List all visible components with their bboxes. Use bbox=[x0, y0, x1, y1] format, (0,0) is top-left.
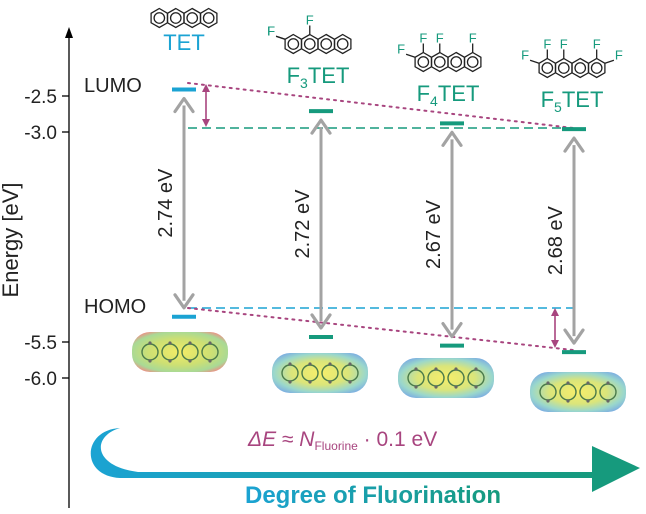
gap-label-3: 2.68 eV bbox=[545, 205, 567, 275]
y-axis-label: Energy [eV] bbox=[0, 183, 23, 298]
gap-arrow-1: 2.72 eV bbox=[292, 118, 332, 330]
gap-label-2: 2.67 eV bbox=[423, 199, 445, 269]
fluorine-atom: F bbox=[593, 37, 601, 52]
molecule-name-f5tet: F5TET bbox=[541, 87, 604, 115]
gap-label-1: 2.72 eV bbox=[292, 189, 314, 259]
fluorine-atom: F bbox=[267, 23, 275, 38]
gap-arrow-3: 2.68 eV bbox=[545, 136, 585, 345]
molecule-name-f4tet: F4TET bbox=[417, 81, 480, 109]
lumo-trend-line bbox=[187, 82, 574, 129]
esp-map-1 bbox=[272, 353, 368, 393]
homo-offset-arrow bbox=[551, 308, 559, 348]
fluorination-arrow-body bbox=[90, 428, 593, 478]
gap-arrow-0: 2.74 eV bbox=[155, 96, 195, 310]
fluorine-atom: F bbox=[615, 47, 623, 62]
fluorine-atom: F bbox=[469, 31, 477, 46]
fluorine-atom: F bbox=[560, 37, 568, 52]
y-tick-label-3: -6.0 bbox=[24, 369, 57, 390]
energy-levels bbox=[172, 87, 586, 355]
fluorine-atom: F bbox=[419, 31, 427, 46]
molecule-name-f3tet: F3TET bbox=[287, 63, 350, 91]
fluorine-atom: F bbox=[397, 41, 405, 56]
molecule-name-tet: TET bbox=[163, 30, 205, 55]
y-tick-label-2: -5.5 bbox=[24, 333, 57, 354]
structure-0 bbox=[150, 7, 218, 29]
y-tick-label-0: -2.5 bbox=[24, 87, 57, 108]
esp-map-3 bbox=[530, 372, 626, 412]
lumo-label: LUMO bbox=[84, 75, 142, 97]
electrostatic-potential-maps bbox=[132, 332, 626, 412]
homo-trend-line bbox=[187, 307, 574, 351]
molecule-names: TET F3TET F4TET F5TET bbox=[163, 30, 603, 115]
esp-map-0 bbox=[132, 332, 228, 372]
y-axis-arrowhead bbox=[65, 27, 73, 38]
gap-label-0: 2.74 eV bbox=[155, 168, 177, 238]
gap-arrow-2: 2.67 eV bbox=[423, 130, 463, 339]
fluorine-atom: F bbox=[267, 23, 275, 38]
homo-label: HOMO bbox=[84, 296, 146, 318]
fluorination-label: Degree of Fluorination bbox=[245, 482, 501, 509]
y-axis-ticks: -2.5 -3.0 -5.5 -6.0 bbox=[24, 87, 69, 390]
band-gaps: 2.74 eV 2.72 eV 2.67 eV 2.68 eV bbox=[155, 96, 585, 345]
fluorination-arrowhead bbox=[592, 446, 640, 492]
lumo-offset-arrow bbox=[202, 84, 210, 127]
fluorine-atom: F bbox=[521, 47, 529, 62]
fluorine-atom: F bbox=[436, 31, 444, 46]
fluorine-offset-formula: ΔE ≈ NFluorine · 0.1 eV bbox=[247, 428, 437, 453]
structure-1: FFF bbox=[267, 13, 352, 55]
fluorine-atom: F bbox=[543, 37, 551, 52]
y-tick-label-1: -3.0 bbox=[24, 123, 57, 144]
esp-map-2 bbox=[398, 358, 494, 398]
fluorine-atom: F bbox=[306, 13, 314, 28]
